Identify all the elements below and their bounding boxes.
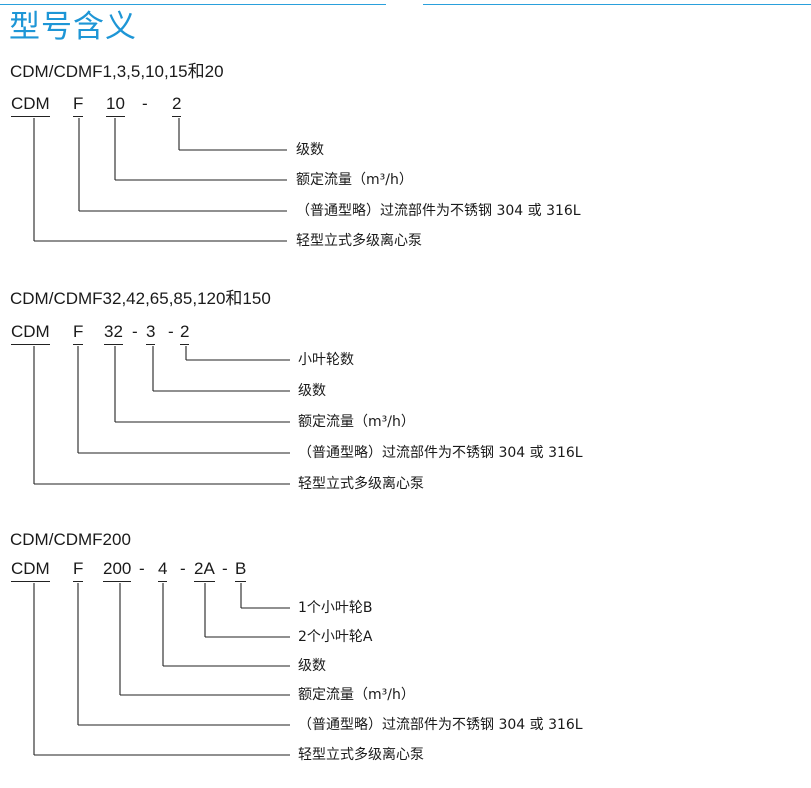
description-label: 轻型立式多级离心泵 — [296, 233, 422, 249]
code-segment: 2A — [194, 559, 215, 582]
code-segment: CDM — [11, 559, 50, 582]
description-label: 小叶轮数 — [298, 352, 354, 368]
description-label: （普通型略）过流部件为不锈钢 304 或 316L — [298, 445, 583, 461]
description-label: 1个小叶轮B — [298, 600, 373, 616]
section-3-model-code: CDM F 200 - 4 - 2A - B — [0, 559, 811, 583]
code-segment: 200 — [103, 559, 132, 582]
code-separator: - — [132, 322, 138, 341]
description-label: 轻型立式多级离心泵 — [298, 476, 424, 492]
section-2-heading: CDM/CDMF32,42,65,85,120和150 — [10, 289, 271, 308]
section-2-model-code: CDM F 32 - 3 - 2 — [0, 322, 811, 346]
section-3-heading: CDM/CDMF200 — [10, 530, 131, 549]
code-separator: - — [139, 559, 145, 578]
description-label: 额定流量（m³/h） — [296, 172, 413, 188]
code-segment: 3 — [146, 322, 156, 345]
code-segment: B — [235, 559, 247, 582]
code-segment: F — [73, 94, 84, 117]
description-label: 级数 — [298, 383, 326, 399]
description-label: 额定流量（m³/h） — [298, 414, 415, 430]
code-segment: F — [73, 559, 84, 582]
code-separator: - — [180, 559, 186, 578]
description-label: 轻型立式多级离心泵 — [298, 747, 424, 763]
code-segment: 4 — [158, 559, 168, 582]
code-separator: - — [222, 559, 228, 578]
page-title: 型号含义 — [9, 9, 137, 45]
description-label: 2个小叶轮A — [298, 629, 373, 645]
header-rule-left — [0, 4, 386, 5]
code-separator: - — [142, 94, 148, 113]
code-segment: 2 — [180, 322, 190, 345]
code-segment: CDM — [11, 94, 50, 117]
code-segment: 2 — [172, 94, 182, 117]
code-segment: CDM — [11, 322, 50, 345]
code-segment: 10 — [106, 94, 125, 117]
description-label: 级数 — [298, 658, 326, 674]
header-rule-right — [423, 4, 811, 5]
description-label: 额定流量（m³/h） — [298, 687, 415, 703]
code-segment: 32 — [104, 322, 123, 345]
section-1-heading: CDM/CDMF1,3,5,10,15和20 — [10, 62, 224, 81]
code-separator: - — [168, 322, 174, 341]
description-label: （普通型略）过流部件为不锈钢 304 或 316L — [298, 717, 583, 733]
description-label: 级数 — [296, 142, 324, 158]
section-1-model-code: CDM F 10 - 2 — [0, 94, 811, 118]
description-label: （普通型略）过流部件为不锈钢 304 或 316L — [296, 203, 581, 219]
code-segment: F — [73, 322, 84, 345]
